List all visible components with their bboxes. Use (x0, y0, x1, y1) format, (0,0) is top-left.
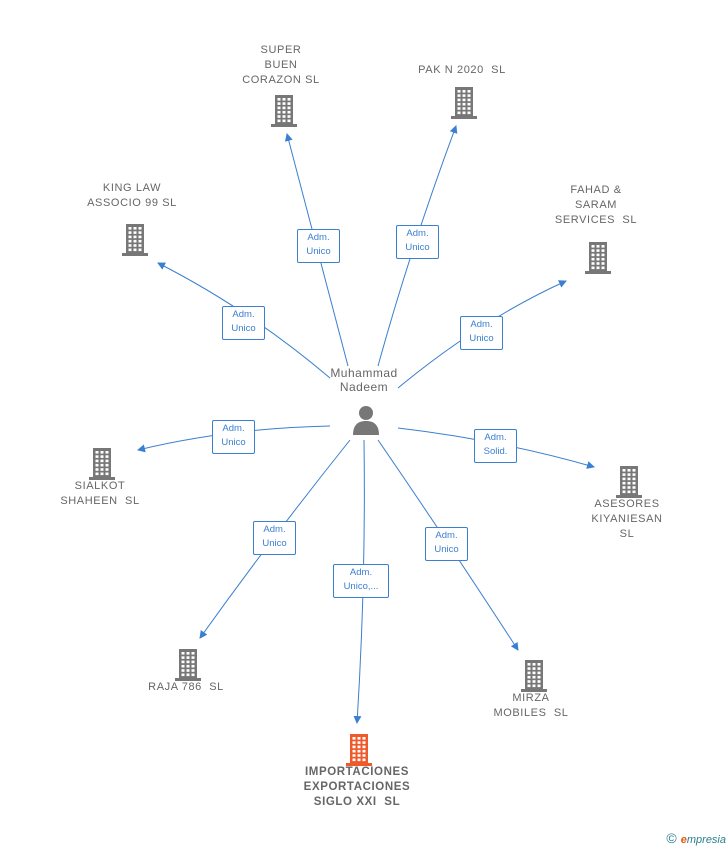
edge-label-pak-n-2020[interactable]: Adm. Unico (396, 225, 439, 259)
node-label-raja-786[interactable]: RAJA 786 SL (148, 681, 224, 693)
building-icon-mirza[interactable] (519, 659, 549, 693)
node-label-asesores[interactable]: ASESORES KIYANIESAN SL (591, 498, 663, 540)
edge-label-sialkot[interactable]: Adm. Unico (212, 420, 255, 454)
footer-brand: ©empresia (666, 830, 726, 846)
building-icon-asesores[interactable] (614, 465, 644, 499)
edge-label-asesores[interactable]: Adm. Solid. (474, 429, 517, 463)
edge-label-raja-786[interactable]: Adm. Unico (253, 521, 296, 555)
building-icon-super-buen[interactable] (269, 94, 299, 128)
edge-label-mirza[interactable]: Adm. Unico (425, 527, 468, 561)
building-icon-importaciones[interactable] (344, 733, 374, 767)
building-icon-pak-n-2020[interactable] (449, 86, 479, 120)
node-label-mirza[interactable]: MIRZA MOBILES SL (493, 692, 569, 719)
person-icon[interactable] (351, 404, 381, 436)
copyright-icon: © (666, 830, 677, 846)
node-label-super-buen[interactable]: SUPER BUEN CORAZON SL (242, 44, 320, 86)
node-label-fahad-saram[interactable]: FAHAD & SARAM SERVICES SL (554, 184, 638, 226)
edge-label-fahad-saram[interactable]: Adm. Unico (460, 316, 503, 350)
edge-label-super-buen[interactable]: Adm. Unico (297, 229, 340, 263)
node-label-sialkot[interactable]: SIALKOT SHAHEEN SL (60, 480, 140, 507)
building-icon-raja-786[interactable] (173, 648, 203, 682)
edge-label-king-law[interactable]: Adm. Unico (222, 306, 265, 340)
building-icon-sialkot[interactable] (87, 447, 117, 481)
center-person-label[interactable]: Muhammad Nadeem (330, 366, 398, 394)
edge-label-importaciones[interactable]: Adm. Unico,... (333, 564, 389, 598)
node-label-king-law[interactable]: KING LAW ASSOCIO 99 SL (87, 182, 177, 209)
building-icon-fahad-saram[interactable] (583, 241, 613, 275)
brand-e: e (680, 834, 687, 846)
node-label-importaciones[interactable]: IMPORTACIONES EXPORTACIONES SIGLO XXI SL (303, 766, 411, 808)
brand-name: mpresia (686, 834, 726, 846)
node-label-pak-n-2020[interactable]: PAK N 2020 SL (418, 64, 506, 76)
building-icon-king-law[interactable] (120, 223, 150, 257)
